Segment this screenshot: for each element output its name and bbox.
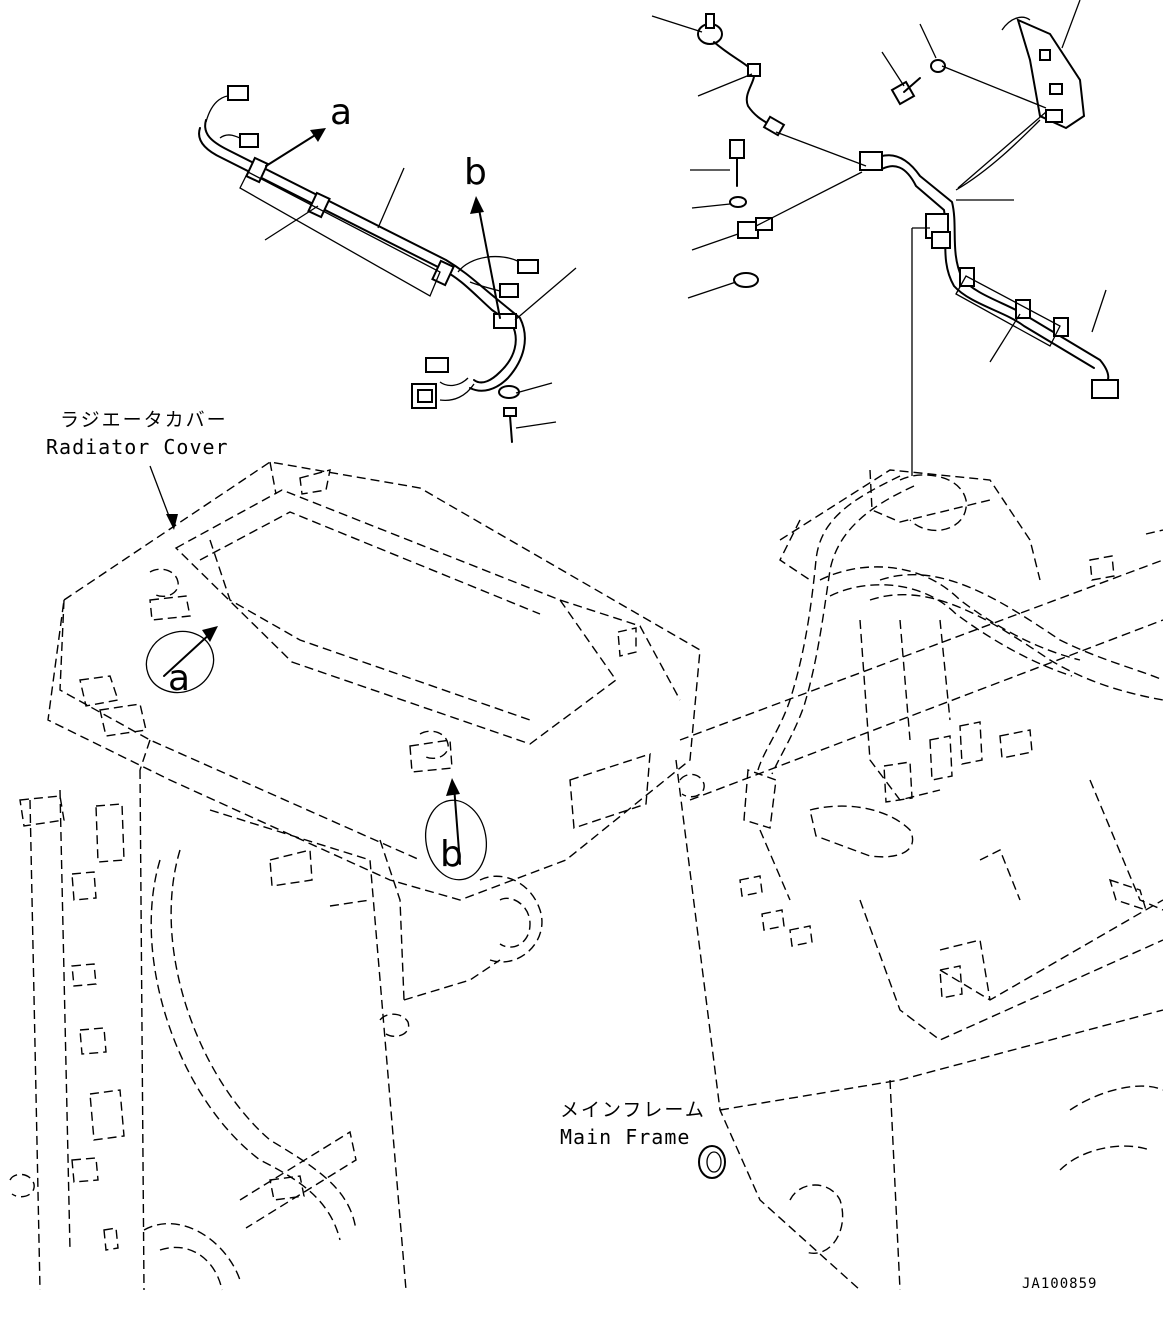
left-harness-leaders	[264, 167, 577, 429]
radiator-cover-label-jp: ラジエータカバー	[60, 409, 228, 431]
main-frame-label-jp: メインフレーム	[560, 1099, 706, 1121]
main-frame	[675, 469, 1163, 1291]
radiator-cover-callout: ラジエータカバー Radiator Cover	[46, 409, 229, 530]
view-circle-b: b	[425, 778, 487, 881]
radiator-cover-label-en: Radiator Cover	[46, 435, 229, 459]
main-frame-callout: メインフレーム Main Frame	[560, 1099, 706, 1149]
view-circle-a-label: a	[168, 658, 190, 699]
view-arrow-a-label: a	[330, 92, 352, 133]
view-arrow-b-label: b	[464, 152, 487, 193]
radiator-cover	[47, 461, 701, 1001]
side-frame	[9, 769, 410, 1291]
drawing-code: JA100859	[1022, 1276, 1097, 1292]
view-circle-b-label: b	[440, 834, 463, 875]
view-circle-a: a	[145, 626, 218, 699]
right-harness-leaders	[651, 0, 1107, 476]
view-arrow-b: b	[464, 152, 501, 319]
frame-grommet	[698, 1145, 726, 1179]
left-wiring-harness	[198, 85, 539, 443]
right-wiring-harness	[697, 13, 1119, 399]
view-arrow-a: a	[265, 92, 352, 167]
main-frame-label-en: Main Frame	[560, 1125, 690, 1149]
